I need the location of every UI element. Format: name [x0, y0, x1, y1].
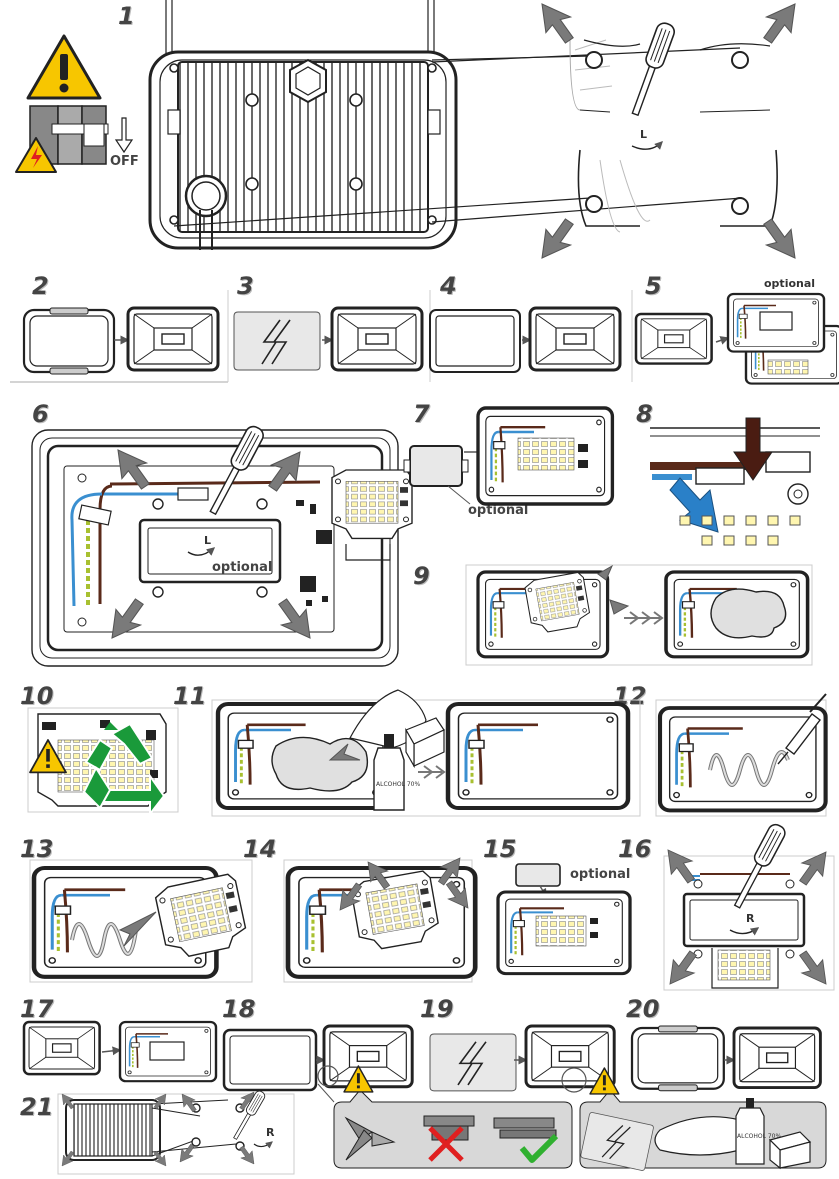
corner-detail-views	[569, 39, 778, 233]
push-arrow-icon	[799, 851, 827, 886]
power-switch-icon	[29, 105, 109, 165]
step-number-11: 11	[173, 682, 207, 710]
step-16-panel: R	[663, 821, 835, 991]
optional-label: optional	[570, 867, 630, 882]
step-5-panel: optional	[634, 277, 839, 385]
step-number-15: 15	[483, 835, 517, 863]
step-3-panel	[233, 306, 424, 372]
step-number-14: 14	[243, 835, 277, 863]
rear-housing	[148, 0, 458, 250]
step-2-panel	[22, 306, 220, 376]
step-number-8: 8	[636, 400, 653, 428]
step-number-4: 4	[440, 272, 457, 300]
transition-arrows	[418, 765, 446, 779]
down-arrow-icon	[114, 117, 134, 154]
step-4-panel	[429, 306, 622, 373]
syringe-icon	[777, 693, 827, 765]
rotation-direction-left: L	[640, 128, 647, 141]
step-6-panel: optional L	[31, 422, 413, 667]
warning-triangle-icon	[26, 34, 102, 100]
cross-mark-icon	[428, 1126, 464, 1162]
step-1-panel: OFF	[15, 0, 796, 259]
step-8-panel	[650, 417, 820, 546]
rotation-direction-right: R	[266, 1126, 275, 1139]
step-number-18: 18	[222, 995, 256, 1023]
optional-label: optional	[468, 503, 528, 518]
step-number-2: 2	[32, 272, 49, 300]
step-15-panel: optional	[496, 863, 632, 976]
step-number-7: 7	[413, 400, 430, 428]
step-number-20: 20	[626, 995, 660, 1023]
screwdriver-icon	[625, 20, 678, 119]
tissue-box-icon	[768, 1131, 812, 1170]
push-arrow-icon	[669, 950, 697, 985]
alcohol-label: ALCOHOL 70%	[737, 1133, 781, 1140]
warning-box-seal	[317, 1065, 573, 1169]
step-number-16: 16	[618, 835, 652, 863]
step-number-3: 3	[237, 272, 254, 300]
step-20-panel	[630, 1024, 822, 1092]
step-12-panel	[655, 693, 827, 817]
optional-label: optional	[212, 560, 272, 575]
step-number-6: 6	[32, 400, 49, 428]
step-9-panel	[465, 564, 813, 666]
step-number-1: 1	[118, 2, 135, 30]
step-number-9: 9	[413, 562, 430, 590]
push-arrow-icon	[763, 218, 796, 259]
check-mark-icon	[519, 1133, 559, 1163]
step-19-panel	[429, 1024, 616, 1093]
step-number-17: 17	[20, 995, 54, 1023]
alcohol-bottle-icon: ALCOHOL 70%	[373, 734, 420, 811]
electric-hazard-icon	[15, 137, 57, 173]
step-17-panel	[22, 1020, 218, 1083]
step-10-panel	[27, 707, 179, 817]
step-18-panel	[222, 1024, 414, 1092]
step-11-panel: ALCOHOL 70%	[211, 689, 641, 817]
push-arrow-icon	[763, 3, 796, 44]
step-number-10: 10	[20, 682, 54, 710]
step-number-5: 5	[645, 272, 662, 300]
step-14-panel	[283, 857, 475, 983]
pliers-icon	[344, 1116, 396, 1161]
warning-box-cleaning: ALCOHOL 70%	[579, 1067, 827, 1172]
transition-arrows	[624, 611, 664, 625]
step-7-panel: optional	[403, 406, 615, 518]
step-number-19: 19	[420, 995, 454, 1023]
led-row	[679, 515, 801, 546]
push-arrow-icon	[799, 950, 827, 985]
alcohol-bottle-icon: ALCOHOL 70%	[735, 1098, 781, 1165]
step-13-panel	[29, 859, 253, 983]
tissue-box-icon	[405, 717, 445, 769]
push-arrow-icon	[667, 849, 695, 884]
step-number-13: 13	[20, 835, 54, 863]
rotation-direction-left: L	[204, 534, 211, 547]
step-number-21: 21	[20, 1093, 54, 1121]
rotation-direction-right: R	[746, 912, 755, 925]
step-21-panel: R	[57, 1089, 295, 1175]
push-arrow-icon	[541, 218, 574, 259]
off-label: OFF	[110, 154, 139, 169]
optional-label: optional	[764, 277, 815, 290]
recycle-icon	[82, 722, 166, 817]
alcohol-label: ALCOHOL 70%	[376, 781, 420, 788]
push-arrow-icon	[541, 3, 574, 44]
